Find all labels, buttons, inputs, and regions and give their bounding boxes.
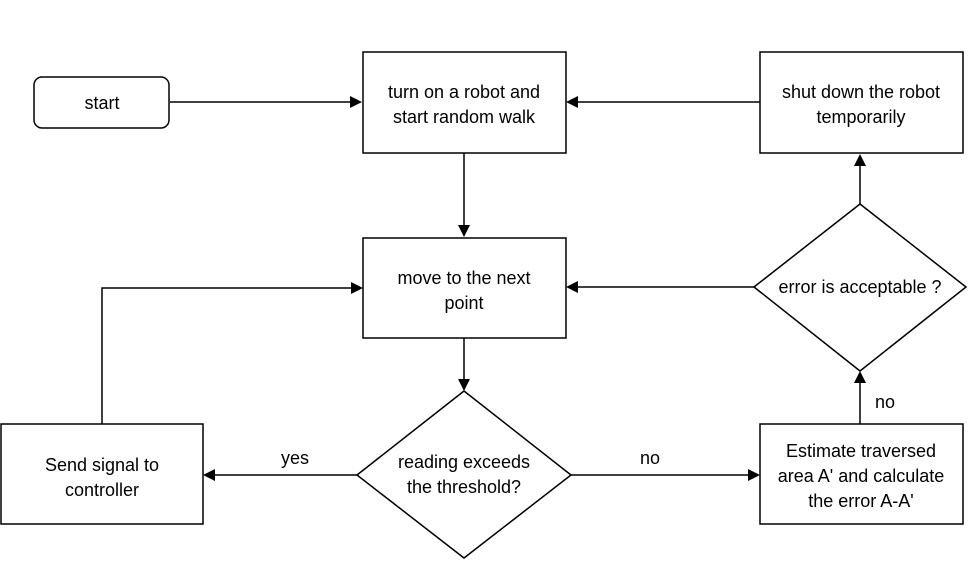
node-send-signal-line-1: Send signal to (45, 455, 159, 475)
arrowhead-icon (566, 281, 578, 293)
arrowhead-icon (350, 96, 362, 108)
node-turn-on-line-2: start random walk (393, 107, 536, 127)
node-estimate-line-3: the error A-A' (808, 491, 913, 511)
node-move-next-line-2: point (444, 293, 483, 313)
edges (101, 96, 866, 481)
node-reading-exceeds-line-2: the threshold? (407, 477, 521, 497)
node-reading-exceeds-line-1: reading exceeds (398, 452, 530, 472)
node-estimate: Estimate traversed area A' and calculate… (759, 423, 964, 525)
arrowhead-icon (854, 154, 866, 166)
node-estimate-line-2: area A' and calculate (778, 466, 945, 486)
arrowhead-icon (351, 282, 363, 294)
node-turn-on-line-1: turn on a robot and (388, 82, 540, 102)
edge-label-no-right: no (640, 448, 660, 468)
arrowhead-icon (566, 96, 578, 108)
node-shut-down-line-2: temporarily (816, 107, 905, 127)
arrowhead-icon (854, 371, 866, 383)
node-reading-exceeds: reading exceeds the threshold? (355, 390, 573, 559)
node-turn-on: turn on a robot and start random walk (362, 51, 567, 154)
node-start-label: start (84, 93, 119, 113)
node-send-signal: Send signal to controller (0, 423, 204, 525)
arrowhead-icon (203, 469, 215, 481)
arrowhead-icon (748, 469, 760, 481)
node-move-next-line-1: move to the next (397, 268, 530, 288)
node-estimate-line-1: Estimate traversed (786, 441, 936, 461)
edge-send-signal-to-move-next (101, 287, 352, 424)
node-start: start (33, 76, 170, 129)
node-send-signal-line-2: controller (65, 480, 139, 500)
edge-label-yes: yes (281, 448, 309, 468)
node-error-acceptable-label: error is acceptable ? (778, 277, 941, 297)
node-shut-down-line-1: shut down the robot (782, 82, 940, 102)
arrowhead-icon (458, 379, 470, 391)
edge-label-no-up: no (875, 392, 895, 412)
node-shut-down: shut down the robot temporarily (759, 51, 964, 154)
node-move-next: move to the next point (362, 237, 567, 339)
arrowhead-icon (458, 225, 470, 237)
node-error-acceptable: error is acceptable ? (752, 203, 968, 372)
